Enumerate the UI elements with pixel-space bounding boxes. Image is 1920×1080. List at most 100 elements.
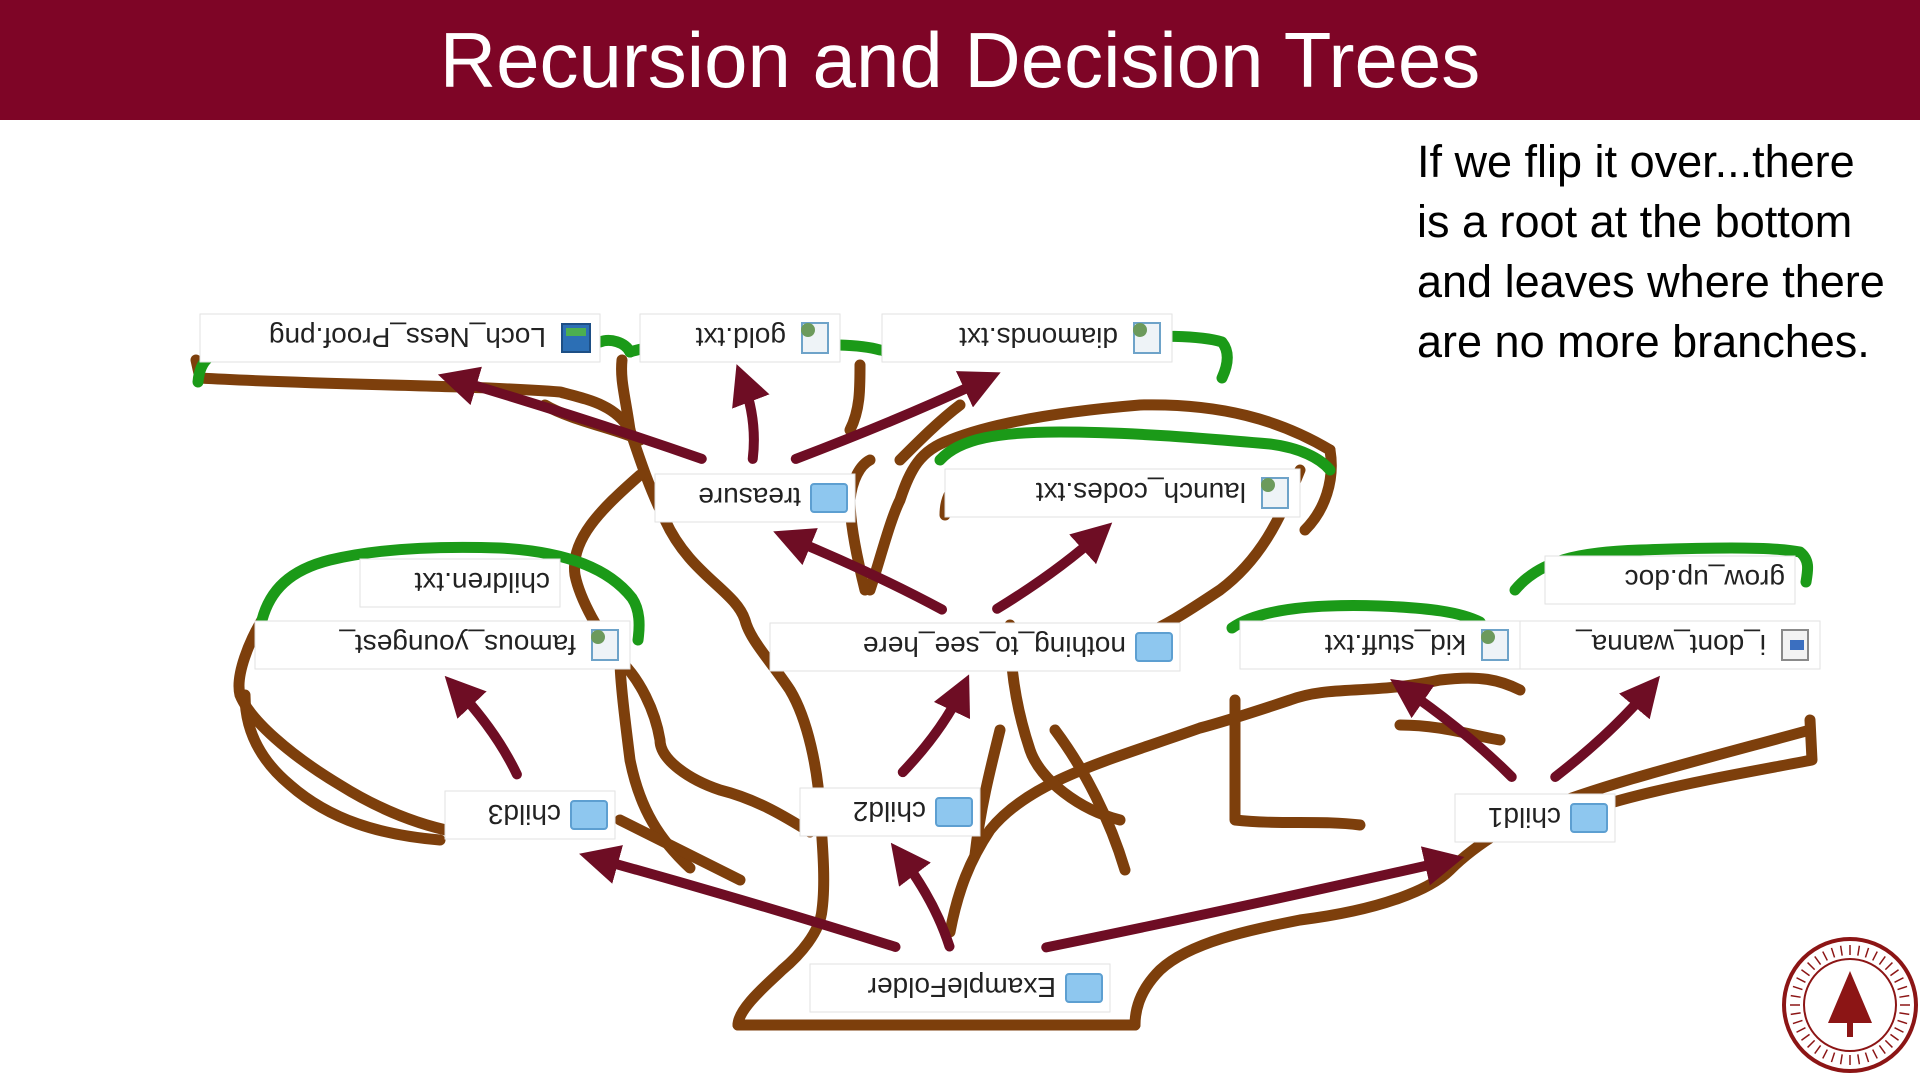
branch-stroke-21 <box>239 689 446 846</box>
edge-arrow-child1-kidstuff <box>1390 678 1517 782</box>
seal-lettering-mark <box>1814 956 1822 965</box>
image-icon <box>561 323 591 353</box>
node-content: child1 <box>1488 802 1608 833</box>
node-box <box>809 963 1111 1013</box>
seal-lettering-mark <box>1899 994 1910 998</box>
seal-lettering-mark <box>1890 969 1899 977</box>
seal-lettering-mark <box>1796 977 1806 983</box>
branch-stroke-20 <box>1299 444 1337 536</box>
node-loch: Loch_Ness_Proof.png <box>199 313 601 363</box>
leaf-stroke-3 <box>934 426 1336 476</box>
node-kidstuff: kid_stuff.txt <box>1239 620 1521 670</box>
seal-lettering-mark <box>1792 985 1803 991</box>
node-label: launch_codes.txt <box>1036 477 1246 508</box>
seal-lettering-mark <box>1839 945 1843 956</box>
edge-arrow-treasure-gold <box>732 364 770 464</box>
node-content: Loch_Ness_Proof.png <box>269 322 591 353</box>
node-content: launch_codes.txt <box>1036 477 1289 509</box>
seal-lettering-mark <box>1830 947 1836 958</box>
node-examplefolder: ExampleFolder <box>809 963 1111 1013</box>
edge-arrow-treasure-diamonds <box>790 371 1001 464</box>
node-label: child2 <box>853 796 926 827</box>
node-content: i_dont_wanna_ <box>1576 629 1809 661</box>
leaf-stroke-4 <box>256 541 645 646</box>
node-label: children.txt <box>414 567 550 598</box>
node-content: famous_youngest_ <box>339 629 619 661</box>
edge-arrow-treasure-loch <box>437 366 707 464</box>
seal-lettering-mark <box>1790 994 1801 998</box>
file-icon <box>1481 629 1509 661</box>
seal-lettering-mark <box>1878 956 1886 965</box>
seal-lettering-mark <box>1864 1052 1870 1063</box>
node-box <box>881 313 1173 363</box>
node-famous: famous_youngest_ <box>254 620 631 670</box>
seal-lettering-mark <box>1890 1033 1899 1041</box>
node-child1: child1 <box>1454 793 1616 843</box>
seal-lettering-mark <box>1807 962 1816 971</box>
branch-stroke-8 <box>864 399 1336 596</box>
seal-inner-ring <box>1803 958 1897 1052</box>
doc-icon <box>1781 629 1809 661</box>
branch-stroke-4 <box>944 672 1526 938</box>
folder-icon <box>1065 973 1103 1003</box>
node-launch: launch_codes.txt <box>944 468 1301 518</box>
node-label: Loch_Ness_Proof.png <box>269 322 546 353</box>
seal-lettering-mark <box>1872 951 1878 961</box>
node-box <box>944 468 1301 518</box>
node-child3: child3 <box>444 790 616 840</box>
seal-lettering-mark <box>1864 947 1870 958</box>
edge-arrow-examplefolder-child3 <box>579 845 901 952</box>
node-content: kid_stuff.txt <box>1325 629 1509 661</box>
branch-stroke-24 <box>969 724 1006 861</box>
edge-arrow-child2-nothing <box>897 674 971 778</box>
title-bar <box>0 0 1920 120</box>
branch-layer <box>190 354 1818 1031</box>
node-label: diamonds.txt <box>959 322 1118 353</box>
seal-lettering-mark <box>1822 951 1828 961</box>
node-box <box>359 558 561 608</box>
seal-lettering-mark <box>1814 1045 1822 1054</box>
branch-stroke-18 <box>844 359 866 436</box>
edge-arrow-nothing-treasure <box>773 528 947 615</box>
seal-lettering-mark <box>1801 969 1810 977</box>
node-content: gold.txt <box>696 322 829 354</box>
node-label: child1 <box>1488 802 1561 833</box>
node-label: famous_youngest_ <box>339 629 576 660</box>
node-dontwanna: i_dont_wanna_ <box>1519 620 1821 670</box>
seal-lettering-mark <box>1894 977 1904 983</box>
node-diamonds: diamonds.txt <box>881 313 1173 363</box>
seal-lettering-mark <box>1884 962 1893 971</box>
edge-arrow-child1-dontwanna <box>1550 675 1661 782</box>
node-label: kid_stuff.txt <box>1325 629 1466 660</box>
edge-arrow-examplefolder-child2 <box>890 842 955 952</box>
seal-lettering-mark <box>1857 945 1861 956</box>
arrow-layer <box>437 364 1661 953</box>
branch-stroke-23 <box>1049 724 1131 876</box>
node-box <box>769 622 1181 672</box>
seal-lettering-mark <box>1894 1027 1904 1033</box>
node-content: child3 <box>488 799 608 830</box>
seal-lettering-mark <box>1897 1019 1908 1025</box>
node-child2: child2 <box>799 787 981 837</box>
seal-lettering-mark <box>1822 1049 1828 1059</box>
seal-tree-icon <box>1828 971 1872 1023</box>
node-box <box>199 313 601 363</box>
explanation-text: If we flip it over...there is a root at … <box>1417 136 1885 367</box>
seal-lettering-mark <box>1897 985 1908 991</box>
seal-lettering-mark <box>1899 1012 1910 1016</box>
node-label: i_dont_wanna_ <box>1576 629 1766 660</box>
node-box <box>1519 620 1821 670</box>
node-label: child3 <box>488 799 561 830</box>
file-icon <box>591 629 619 661</box>
seal-lettering-mark <box>1796 1027 1806 1033</box>
node-label: grow_up.doc <box>1625 564 1785 595</box>
file-icon <box>1261 477 1289 509</box>
edge-arrow-child3-famous <box>444 675 522 780</box>
seal-lettering-mark <box>1801 1033 1810 1041</box>
branch-stroke-22 <box>614 814 746 886</box>
seal-lettering-mark <box>1792 1019 1803 1025</box>
node-growup: grow_up.doc <box>1544 555 1796 605</box>
node-gold: gold.txt <box>639 313 841 363</box>
folder-icon <box>570 800 608 830</box>
seal-lettering-mark <box>1884 1039 1893 1048</box>
